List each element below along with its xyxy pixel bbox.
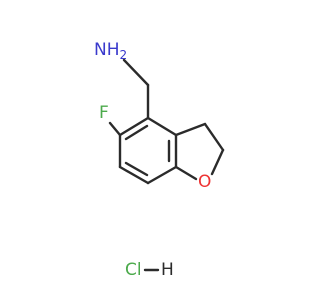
double-bond-c6-c7 <box>124 161 149 177</box>
bond-c2-o <box>210 148 225 176</box>
fluorine-label: F <box>99 103 109 123</box>
bond-ring-c3a-c4 <box>146 116 178 137</box>
structure-canvas: NH2 F O Cl H <box>94 40 225 280</box>
amine-label: NH2 <box>94 40 127 62</box>
bond-ring-c7-c7a <box>146 165 178 185</box>
bond-c3a-c3 <box>174 122 207 137</box>
bond-c3-c2 <box>203 122 225 152</box>
oxygen-label: O <box>198 172 211 192</box>
chlorine-label: Cl <box>125 260 142 280</box>
amine-text: NH <box>94 40 120 60</box>
bond-ring-c4-c5 <box>118 116 150 137</box>
double-bond-c4-c5 <box>124 124 149 141</box>
bond-c5-f <box>108 121 122 137</box>
bond-o-c7a <box>174 165 198 181</box>
bond-ring-c6-c7 <box>118 165 150 185</box>
bond-ch2-n <box>122 58 150 87</box>
hydrogen-label: H <box>161 260 174 280</box>
molecule-structure: NH2 F O Cl H <box>94 40 225 280</box>
amine-subscript: 2 <box>120 48 128 62</box>
